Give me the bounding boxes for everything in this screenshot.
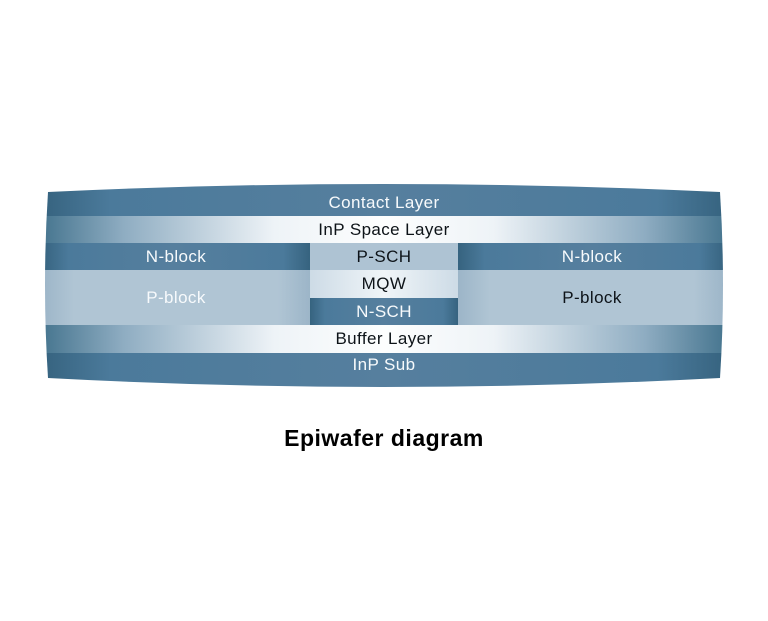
layer-contact-label: Contact Layer bbox=[328, 192, 440, 212]
center-mqw-nsch: MQW N-SCH bbox=[310, 270, 458, 325]
inp-sub-label: InP Sub bbox=[352, 355, 416, 374]
center-psch: P-SCH bbox=[310, 243, 458, 270]
n-sch-label: N-SCH bbox=[356, 301, 412, 321]
layer-nblock-row: N-block P-SCH N-block bbox=[42, 243, 726, 270]
layer-n-block-right: N-block bbox=[458, 243, 726, 270]
diagram-title: Epiwafer diagram bbox=[284, 425, 484, 451]
epiwafer-diagram: Contact Layer InP Space Layer N-block P-… bbox=[42, 182, 726, 390]
layer-n-sch: N-SCH bbox=[310, 298, 458, 325]
layer-mqw: MQW bbox=[310, 270, 458, 298]
layer-p-block-right: P-block bbox=[458, 270, 726, 325]
p-block-left-label: P-block bbox=[146, 287, 206, 307]
p-block-right-label: P-block bbox=[562, 287, 622, 307]
layer-inp-space: InP Space Layer bbox=[42, 216, 726, 243]
layer-p-block-left: P-block bbox=[42, 270, 310, 325]
layer-p-sch: P-SCH bbox=[310, 243, 458, 270]
layer-inp-space-label: InP Space Layer bbox=[318, 219, 450, 239]
buffer-label: Buffer Layer bbox=[335, 329, 433, 348]
layer-inp-sub: InP Sub bbox=[42, 353, 726, 390]
layer-contact: Contact Layer bbox=[42, 182, 726, 216]
layer-buffer: Buffer Layer bbox=[42, 325, 726, 353]
p-sch-label: P-SCH bbox=[356, 246, 412, 266]
mqw-label: MQW bbox=[361, 274, 407, 293]
n-block-left-label: N-block bbox=[145, 246, 207, 266]
layer-n-block-left: N-block bbox=[42, 243, 310, 270]
n-block-right-label: N-block bbox=[561, 246, 623, 266]
layer-active-region-row: P-block MQW N-SCH P-block bbox=[42, 270, 726, 325]
